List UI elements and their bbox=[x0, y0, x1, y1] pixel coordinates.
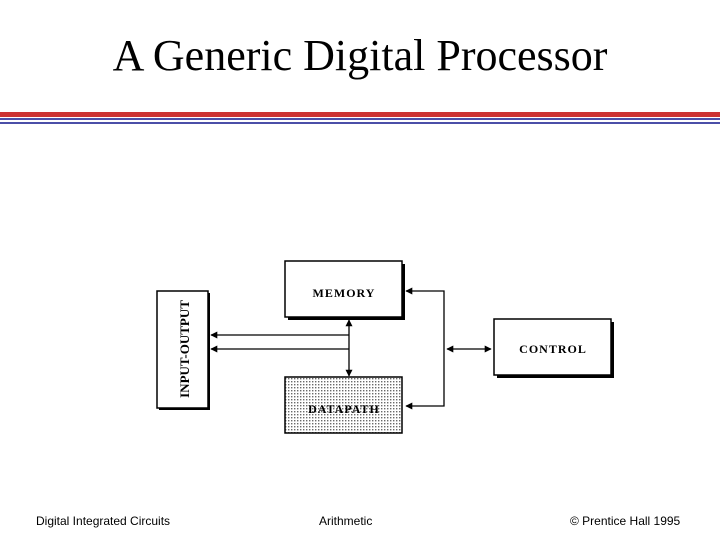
input-output-label: INPUT-OUTPUT bbox=[177, 300, 192, 398]
input-output-block: INPUT-OUTPUT bbox=[156, 290, 210, 410]
slide-title: A Generic Digital Processor bbox=[112, 31, 608, 80]
control-to-datapath-line bbox=[405, 349, 445, 410]
datapath-block: DATAPATH bbox=[284, 376, 403, 434]
connections bbox=[210, 287, 492, 410]
control-label: CONTROL bbox=[519, 342, 587, 356]
control-to-memory-line bbox=[405, 287, 445, 349]
title-rule-red bbox=[0, 112, 720, 117]
title-rule-blue-2 bbox=[0, 122, 720, 124]
memory-block: MEMORY bbox=[284, 260, 405, 320]
memory-label: MEMORY bbox=[313, 286, 376, 300]
footer-right: © Prentice Hall 1995 bbox=[570, 514, 681, 528]
control-block: CONTROL bbox=[493, 318, 614, 378]
footer-left: Digital Integrated Circuits bbox=[36, 514, 171, 528]
datapath-label: DATAPATH bbox=[308, 402, 380, 416]
title-rule-blue-1 bbox=[0, 118, 720, 120]
footer-center: Arithmetic bbox=[319, 514, 373, 528]
